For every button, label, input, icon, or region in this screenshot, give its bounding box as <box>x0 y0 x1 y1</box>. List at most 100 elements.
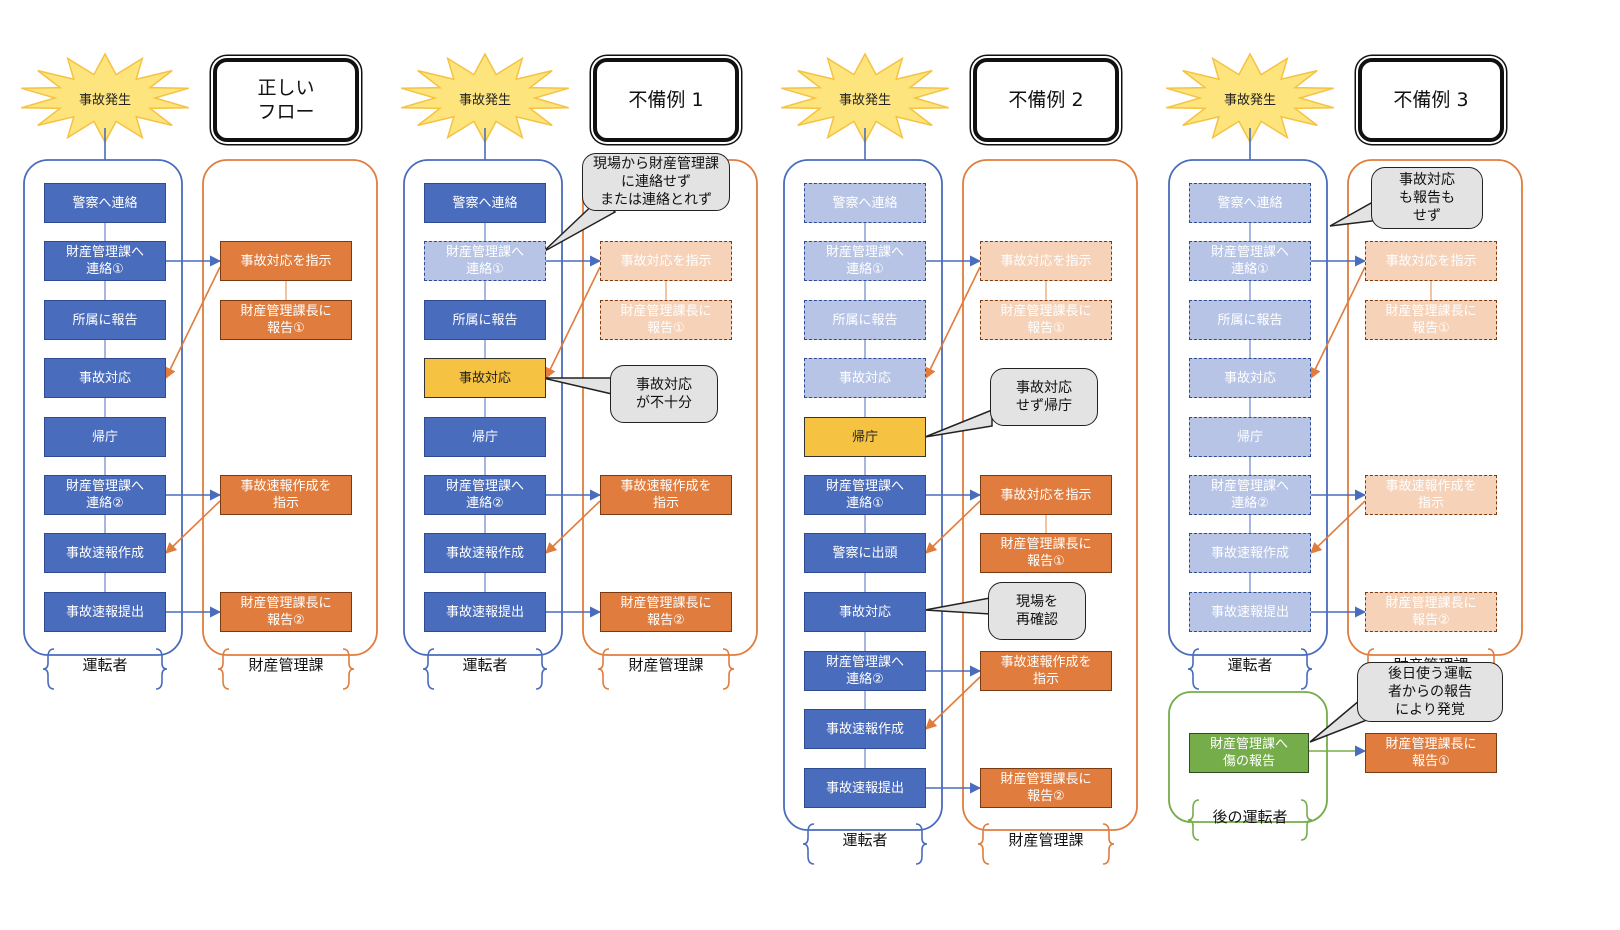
driver-lane-label-2: 運転者 <box>842 831 888 849</box>
driver-step-3-0: 警察へ連絡 <box>1189 183 1311 223</box>
callout-1a: 現場から財産管理課 に連絡せず または連絡とれず <box>582 153 730 211</box>
driver-step-2-5: 財産管理課へ 連絡① <box>804 475 926 515</box>
driver-brace-0-left <box>42 648 55 690</box>
driver-step-2-10: 事故速報提出 <box>804 768 926 808</box>
driver-step-0-6: 事故速報作成 <box>44 533 166 573</box>
accident-label-0: 事故発生 <box>78 93 131 108</box>
driver-lane-1 <box>403 159 563 656</box>
driver-step-1-1: 財産管理課へ 連絡① <box>424 241 546 281</box>
accident-label-1: 事故発生 <box>458 93 511 108</box>
arrow-instruct-0-0 <box>165 266 221 380</box>
section-step-2-3: 財産管理課長に 報告① <box>980 533 1112 573</box>
callout-tail-2b <box>924 597 991 615</box>
section-step-1-1: 財産管理課長に 報告① <box>600 300 732 340</box>
driver-lane-label-1: 運転者 <box>462 656 508 674</box>
callout-tail-1b <box>542 377 613 395</box>
driver-brace-1-left <box>422 648 435 690</box>
later-driver-brace-left <box>1187 799 1200 841</box>
driver-step-0-1: 財産管理課へ 連絡① <box>44 241 166 281</box>
driver-brace-2-right <box>915 823 928 865</box>
driver-step-1-7: 事故速報提出 <box>424 592 546 632</box>
driver-lane-label-3: 運転者 <box>1227 656 1273 674</box>
section-step-3-later: 財産管理課長に 報告① <box>1365 733 1497 773</box>
section-brace-2-right <box>1102 823 1115 865</box>
section-step-3-2: 事故速報作成を 指示 <box>1365 475 1497 515</box>
section-step-1-0: 事故対応を指示 <box>600 241 732 281</box>
section-step-1-3: 財産管理課長に 報告② <box>600 592 732 632</box>
driver-step-1-0: 警察へ連絡 <box>424 183 546 223</box>
driver-brace-1-right <box>535 648 548 690</box>
accident-label-3: 事故発生 <box>1223 93 1276 108</box>
arrow-instruct-0-1 <box>165 500 221 554</box>
driver-step-2-2: 所属に報告 <box>804 300 926 340</box>
driver-step-3-2: 所属に報告 <box>1189 300 1311 340</box>
driver-brace-3-left <box>1187 648 1200 690</box>
driver-step-2-8: 財産管理課へ 連絡② <box>804 651 926 691</box>
section-brace-1-right <box>722 648 735 690</box>
driver-brace-3-right <box>1300 648 1313 690</box>
driver-step-3-1: 財産管理課へ 連絡① <box>1189 241 1311 281</box>
section-step-3-0: 事故対応を指示 <box>1365 241 1497 281</box>
arrow-instruct-2-1 <box>925 500 981 554</box>
arrow-instruct-2-0 <box>925 266 981 380</box>
arrow-instruct-1-0 <box>545 266 601 380</box>
accident-label-2: 事故発生 <box>838 93 891 108</box>
driver-step-1-6: 事故速報作成 <box>424 533 546 573</box>
section-brace-0-left <box>217 648 230 690</box>
driver-step-1-3: 事故対応 <box>424 358 546 398</box>
callout-3b: 後日使う運転 者からの報告 により発覚 <box>1357 662 1503 722</box>
section-step-0-0: 事故対応を指示 <box>220 241 352 281</box>
arrow-instruct-3-1 <box>1310 500 1366 554</box>
driver-lane-label-0: 運転者 <box>82 656 128 674</box>
later-driver-lane-label: 後の運転者 <box>1212 808 1288 826</box>
callout-3a: 事故対応 も報告も せず <box>1371 167 1483 229</box>
driver-step-3-7: 事故速報提出 <box>1189 592 1311 632</box>
section-lane-3 <box>1347 159 1523 656</box>
driver-step-0-7: 事故速報提出 <box>44 592 166 632</box>
driver-step-3-6: 事故速報作成 <box>1189 533 1311 573</box>
section-step-3-1: 財産管理課長に 報告① <box>1365 300 1497 340</box>
section-lane-0 <box>202 159 378 656</box>
callout-1b: 事故対応 が不十分 <box>610 365 718 423</box>
section-step-2-2: 事故対応を指示 <box>980 475 1112 515</box>
later-driver-lane <box>1168 691 1328 823</box>
driver-lane-0 <box>23 159 183 656</box>
section-step-0-2: 事故速報作成を 指示 <box>220 475 352 515</box>
section-lane-label-1: 財産管理課 <box>628 656 704 674</box>
driver-step-2-4: 帰庁 <box>804 417 926 457</box>
driver-step-3-4: 帰庁 <box>1189 417 1311 457</box>
driver-step-0-3: 事故対応 <box>44 358 166 398</box>
driver-step-0-4: 帰庁 <box>44 417 166 457</box>
section-step-2-4: 事故速報作成を 指示 <box>980 651 1112 691</box>
arrow-instruct-3-0 <box>1310 266 1366 380</box>
driver-step-1-5: 財産管理課へ 連絡② <box>424 475 546 515</box>
driver-brace-0-right <box>155 648 168 690</box>
section-brace-1-left <box>597 648 610 690</box>
panel-title-0: 正しい フロー <box>213 58 359 142</box>
driver-step-2-9: 事故速報作成 <box>804 709 926 749</box>
arrow-instruct-1-1 <box>545 500 601 554</box>
panel-title-2: 不備例 2 <box>973 58 1119 142</box>
section-step-2-5: 財産管理課長に 報告② <box>980 768 1112 808</box>
callout-2b: 現場を 再確認 <box>988 582 1086 640</box>
driver-step-0-2: 所属に報告 <box>44 300 166 340</box>
driver-step-1-4: 帰庁 <box>424 417 546 457</box>
arrow-instruct-2-2 <box>925 676 981 730</box>
panel-title-1: 不備例 1 <box>593 58 739 142</box>
panel-title-3: 不備例 3 <box>1358 58 1504 142</box>
section-step-2-0: 事故対応を指示 <box>980 241 1112 281</box>
driver-step-2-7: 事故対応 <box>804 592 926 632</box>
section-step-2-1: 財産管理課長に 報告① <box>980 300 1112 340</box>
driver-step-2-0: 警察へ連絡 <box>804 183 926 223</box>
later-driver-brace-right <box>1300 799 1313 841</box>
callout-2a: 事故対応 せず帰庁 <box>990 368 1098 426</box>
callout-tail-2a <box>924 408 993 438</box>
section-step-0-3: 財産管理課長に 報告② <box>220 592 352 632</box>
section-brace-0-right <box>342 648 355 690</box>
driver-step-2-1: 財産管理課へ 連絡① <box>804 241 926 281</box>
section-lane-label-2: 財産管理課 <box>1008 831 1084 849</box>
section-lane-label-0: 財産管理課 <box>248 656 324 674</box>
driver-lane-3 <box>1168 159 1328 656</box>
